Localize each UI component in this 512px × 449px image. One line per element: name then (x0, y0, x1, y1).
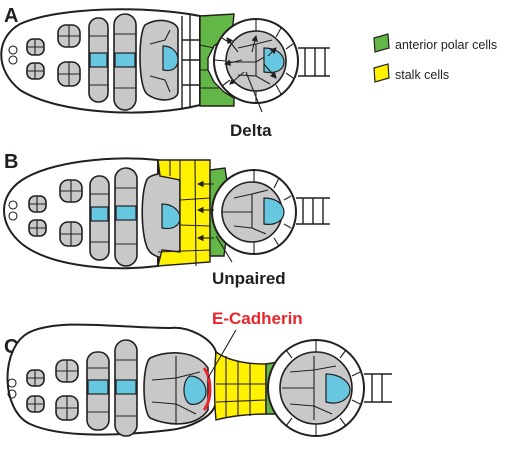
cyst-group (26, 359, 79, 421)
oocyte-nucleus (115, 205, 137, 221)
panel-a-letter: A (4, 5, 18, 27)
oocyte-nucleus (89, 52, 108, 68)
panel-b: B Unpa (3, 151, 330, 288)
oocyte-nucleus (114, 52, 136, 68)
legend-swatch-polar (373, 33, 390, 53)
e-cadherin-label: E-Cadherin (212, 309, 303, 328)
oocyte-nucleus (87, 379, 109, 395)
stem-cell (8, 55, 18, 65)
cyst-round (139, 19, 179, 101)
panel-b-letter: B (4, 151, 18, 173)
cyst-group (28, 179, 83, 247)
legend-label-polar: anterior polar cells (395, 38, 497, 52)
legend: anterior polar cells stalk cells (373, 33, 497, 83)
legend-label-stalk: stalk cells (395, 68, 449, 82)
cyst-group (26, 24, 81, 87)
delta-label: Delta (230, 121, 272, 140)
oocyte-nucleus (183, 375, 207, 405)
oocyte-nucleus (115, 379, 137, 395)
legend-swatch-stalk (373, 63, 390, 83)
stem-cell (7, 378, 17, 388)
oocyte-nucleus (162, 45, 179, 72)
oocyte-nucleus (90, 206, 109, 222)
unpaired-label: Unpaired (212, 269, 286, 288)
stem-cell (8, 45, 18, 55)
stem-cell (7, 389, 17, 399)
stalk-cells (213, 350, 267, 421)
panel-a: A (0, 5, 330, 140)
oocyte-nucleus (263, 197, 285, 225)
e-cadherin-rim (202, 367, 212, 411)
oocyte-nucleus (325, 373, 351, 404)
panel-c: C E-Ca (4, 309, 392, 437)
stem-cell (8, 211, 18, 221)
stem-cell (8, 200, 18, 210)
